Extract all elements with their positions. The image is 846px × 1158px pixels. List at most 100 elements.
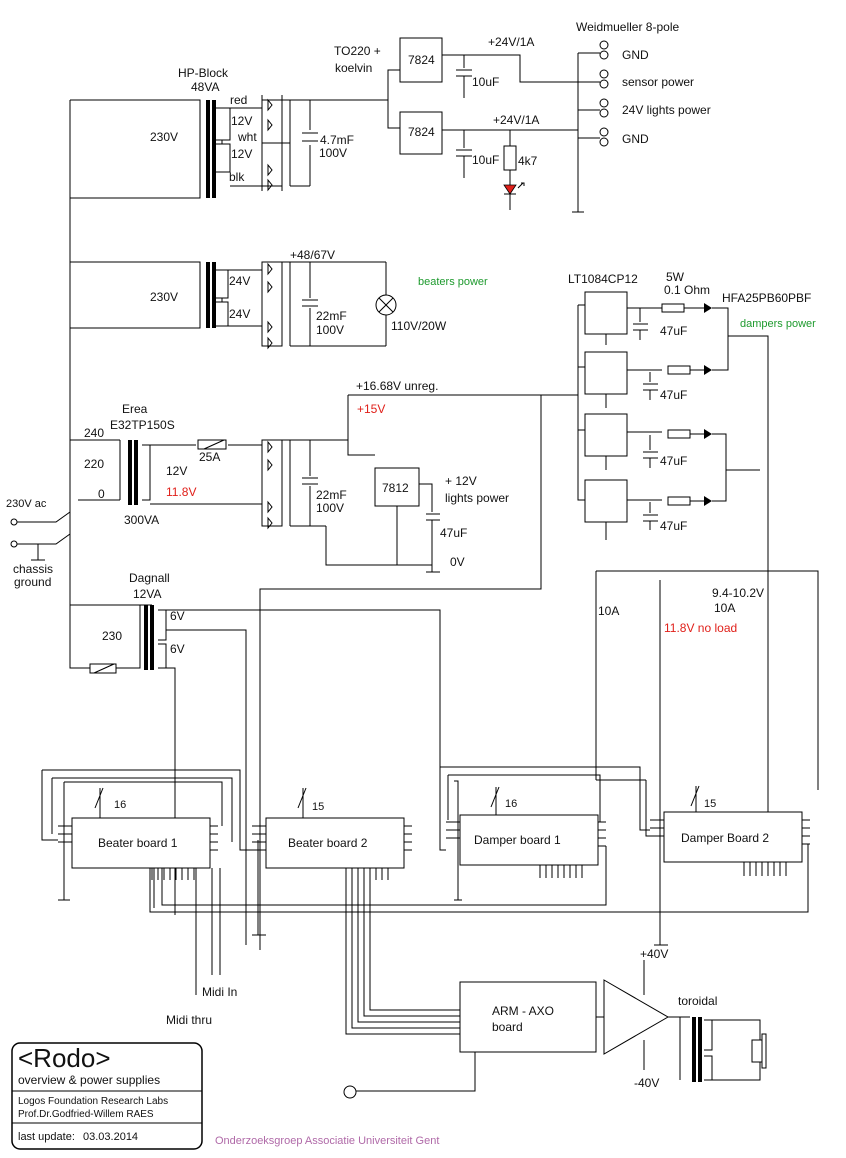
- label-4k7: 4k7: [518, 154, 538, 168]
- fuse-dagnall: [89, 663, 117, 674]
- label-no-load: 11.8V no load: [664, 621, 737, 635]
- label-unreg: +16.68V unreg.: [356, 379, 438, 393]
- hp-block-transformer: [70, 99, 262, 199]
- label-48-67v: +48/67V: [290, 248, 335, 262]
- label-to220: TO220 +: [334, 44, 381, 58]
- label-10a-a: 10A: [598, 604, 619, 618]
- labels: TO220 + koelvin 7824 7824 +24V/1A +24V/1…: [6, 20, 816, 1147]
- label-bus-16-a: 16: [114, 799, 126, 811]
- label-lights-power: lights power: [445, 491, 509, 505]
- label-12v-lights: + 12V: [445, 474, 477, 488]
- label-24v-b: 24V: [229, 307, 250, 321]
- label-dampers-power: dampers power: [740, 318, 816, 330]
- beater-board-1: [71, 787, 211, 869]
- label-9-4v: 9.4-10.2V: [712, 586, 764, 600]
- beaters-transformer: [70, 261, 262, 329]
- power-amplifier: [603, 960, 680, 1070]
- dagnall-transformer: [90, 604, 441, 945]
- lt1084-regulators: [584, 291, 628, 523]
- label-bus-15-b: 15: [704, 798, 716, 810]
- label-minus-40v: -40V: [634, 1076, 659, 1090]
- regulator-7824-b: [399, 111, 443, 155]
- label-dagnall: Dagnall: [129, 571, 170, 585]
- bridge-rectifier-3: [261, 439, 348, 530]
- label-chassis: chassis: [13, 562, 53, 576]
- label-47uf-3: 47uF: [660, 454, 687, 468]
- label-10a-b: 10A: [714, 601, 735, 615]
- label-midi-thru: Midi thru: [166, 1013, 212, 1027]
- arm-axo-board: [459, 981, 597, 1053]
- label-4-7mf: 4.7mF: [320, 133, 354, 147]
- label-47uf-5: 47uF: [440, 526, 467, 540]
- label-24v-a: +24V/1A: [488, 35, 534, 49]
- label-7812: 7812: [382, 481, 409, 495]
- label-15v: +15V: [357, 402, 385, 416]
- label-300va: 300VA: [124, 513, 159, 527]
- bridge-rectifier-1: [261, 95, 318, 192]
- lamp-110v: [375, 294, 397, 316]
- label-lamp: 110V/20W: [391, 319, 447, 333]
- regulator-7812: [374, 467, 420, 507]
- title-block: <Rodo> overview & power supplies Logos F…: [11, 1042, 203, 1150]
- label-hp-block: HP-Block: [178, 66, 229, 80]
- label-toroidal: toroidal: [678, 994, 717, 1008]
- label-ground: ground: [14, 575, 51, 589]
- label-6v-a: 6V: [170, 609, 185, 623]
- label-22mf-a: 22mF: [316, 309, 347, 323]
- label-wht: wht: [237, 130, 257, 144]
- label-onderzoeksgroep: Onderzoeksgroep Associatie Universiteit …: [215, 1135, 439, 1147]
- title-org: Logos Foundation Research Labs: [18, 1096, 168, 1107]
- label-24v-lights: 24V lights power: [622, 103, 711, 117]
- damper-board-2: [663, 785, 803, 863]
- label-0v: 0V: [450, 555, 465, 569]
- label-gnd2: GND: [622, 132, 649, 146]
- title-update-date: 03.03.2014: [83, 1131, 138, 1143]
- label-0-1-ohm: 0.1 Ohm: [664, 283, 710, 297]
- label-6v-b: 6V: [170, 642, 185, 656]
- toroidal-transformer: [679, 1016, 767, 1082]
- label-230v-b: 230V: [150, 290, 178, 304]
- label-bus-15-a: 15: [312, 801, 324, 813]
- regulator-7824-a: [399, 37, 443, 83]
- title-author: Prof.Dr.Godfried-Willem RAES: [18, 1109, 154, 1120]
- label-beater-board-2: Beater board 2: [288, 836, 368, 850]
- erea-transformer: [78, 439, 151, 505]
- label-7824-a: 7824: [408, 53, 435, 67]
- title-subtitle: overview & power supplies: [18, 1073, 160, 1087]
- beater-board-2: [265, 787, 405, 869]
- label-arm-board: board: [492, 1020, 523, 1034]
- label-230v-a: 230V: [150, 130, 178, 144]
- bridge-rectifier-2: [261, 261, 386, 350]
- title-rodo: <Rodo>: [18, 1043, 111, 1073]
- label-hfa: HFA25PB60PBF: [722, 291, 811, 305]
- label-12v-c: 12V: [166, 464, 187, 478]
- label-24v-a: 24V: [229, 274, 250, 288]
- label-12v-a: 12V: [231, 114, 252, 128]
- label-10uf-b: 10uF: [472, 153, 499, 167]
- label-midi-in: Midi In: [202, 985, 237, 999]
- label-10uf-a: 10uF: [472, 75, 499, 89]
- label-25a: 25A: [199, 450, 220, 464]
- weidmueller-connector: [599, 40, 609, 147]
- label-7824-b: 7824: [408, 125, 435, 139]
- label-red: red: [230, 93, 247, 107]
- label-100v-c: 100V: [316, 501, 344, 515]
- label-47uf-4: 47uF: [660, 519, 687, 533]
- label-bus-16-b: 16: [505, 798, 517, 810]
- label-47uf-2: 47uF: [660, 388, 687, 402]
- label-weidmueller: Weidmueller 8-pole: [576, 20, 679, 34]
- fuse-25a: [197, 439, 227, 450]
- label-100v-b: 100V: [316, 323, 344, 337]
- label-240: 240: [84, 426, 104, 440]
- label-damper-board-1: Damper board 1: [474, 833, 561, 847]
- label-gnd1: GND: [622, 48, 649, 62]
- label-22mf-b: 22mF: [316, 488, 347, 502]
- label-220: 220: [84, 457, 104, 471]
- label-sensor-power: sensor power: [622, 75, 694, 89]
- label-100v-a: 100V: [319, 146, 347, 160]
- label-12v-b: 12V: [231, 147, 252, 161]
- label-47uf-1: 47uF: [660, 324, 687, 338]
- label-koelvin: koelvin: [335, 61, 372, 75]
- label-230: 230: [102, 629, 122, 643]
- label-lt1084: LT1084CP12: [568, 272, 638, 286]
